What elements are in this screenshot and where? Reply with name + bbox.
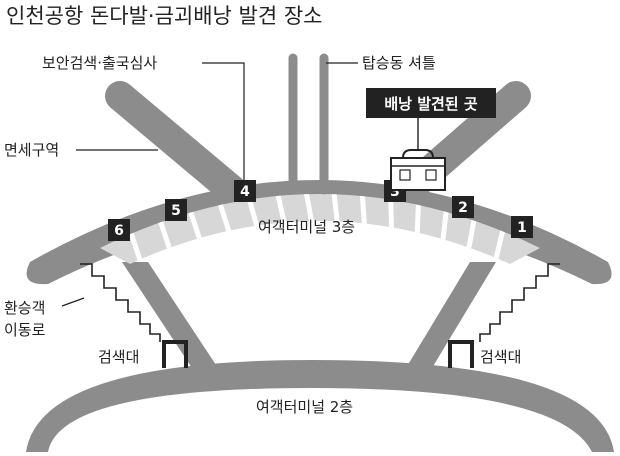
gate-badge-5: 5 xyxy=(165,199,187,221)
transfer-stairs-right xyxy=(479,263,560,342)
bag-found-callout: 배낭 발견된 곳 xyxy=(366,88,496,150)
label-floor-3: 여객터미널 3층 xyxy=(258,218,355,236)
screening-gate-right xyxy=(448,340,474,368)
backpack-icon xyxy=(390,149,446,191)
right-pillar xyxy=(406,262,496,368)
label-screening-left: 검색대 xyxy=(98,348,139,366)
hatched-walkway-band xyxy=(100,194,540,264)
gate-badge-1: 1 xyxy=(511,216,533,238)
leader-security xyxy=(202,62,245,182)
label-transfer-line2: 이동로 xyxy=(4,321,46,339)
label-security: 보안검색·출국심사 xyxy=(42,54,157,72)
label-floor-2: 여객터미널 2층 xyxy=(256,398,353,416)
concourse-left-arm xyxy=(105,81,247,205)
label-transfer-line1: 환승객 xyxy=(4,299,45,317)
label-dutyfree: 면세구역 xyxy=(4,141,59,159)
svg-text:4: 4 xyxy=(240,184,250,200)
terminal-floor-2-arc xyxy=(26,360,614,452)
label-screening-right: 검색대 xyxy=(480,348,521,366)
svg-text:3: 3 xyxy=(390,184,400,200)
gate-badge-6: 6 xyxy=(108,219,130,241)
label-shuttle: 탑승동 셔틀 xyxy=(362,54,436,72)
left-pillar xyxy=(122,262,218,368)
svg-text:5: 5 xyxy=(171,203,181,219)
gate-badge-4: 4 xyxy=(234,180,256,202)
leader-transfer xyxy=(61,297,85,307)
transfer-stairs-left xyxy=(80,263,161,342)
diagram-title: 인천공항 돈다발·금괴배낭 발견 장소 xyxy=(6,4,323,28)
screening-gate-left xyxy=(162,340,188,368)
svg-text:6: 6 xyxy=(114,223,124,239)
svg-text:1: 1 xyxy=(517,220,527,236)
gate-badge-2: 2 xyxy=(452,196,474,218)
svg-text:배낭 발견된 곳: 배낭 발견된 곳 xyxy=(384,95,477,113)
svg-text:2: 2 xyxy=(458,200,468,216)
